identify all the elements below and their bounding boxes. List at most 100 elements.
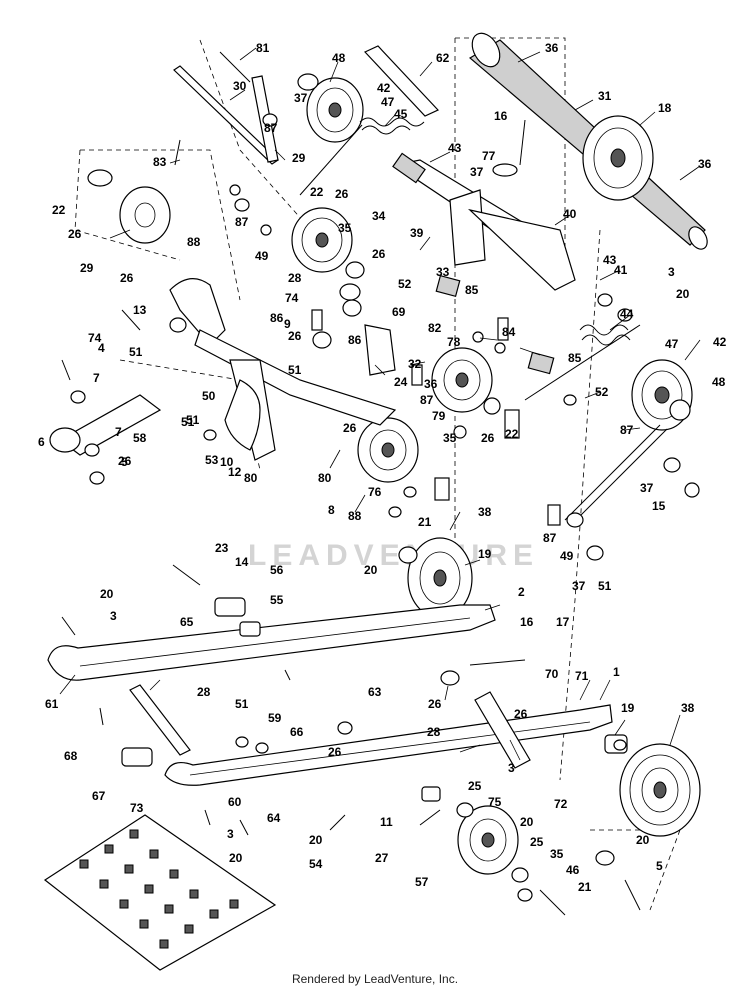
callout: 81 [256,41,270,55]
callout: 69 [392,305,406,319]
cross-shaft-28-right [474,691,531,769]
callout: 38 [478,505,492,519]
wheel-18 [582,115,654,201]
callout: 43 [603,253,617,267]
callout: 17 [556,615,570,629]
callout: 26 [428,697,442,711]
callout: 88 [348,509,362,523]
callout: 4 [98,341,105,355]
fasteners [61,51,700,916]
callout: 67 [92,789,106,803]
callout: 14 [235,555,249,569]
wheel-35-mid [431,347,493,413]
callout: 26 [335,187,349,201]
callout: 24 [394,375,408,389]
callout: 28 [427,725,441,739]
callout: 3 [668,265,675,279]
callout: 3 [110,609,117,623]
callout: 87 [543,531,557,545]
watermark: LEADVENTURE [248,539,539,572]
callout: 26 [68,227,82,241]
callout: 45 [394,107,408,121]
callout: 83 [153,155,167,169]
callout: 29 [292,151,306,165]
callout: 77 [482,149,496,163]
callout: 76 [368,485,382,499]
callout: 1 [613,665,620,679]
callout: 79 [432,409,446,423]
callout: 12 [228,465,242,479]
callout: 44 [620,307,634,321]
callout: 51 [181,415,195,429]
callout: 37 [294,91,308,105]
callout: 33 [436,265,450,279]
callout: 78 [447,335,461,349]
callout: 9 [284,317,291,331]
callout: 86 [270,311,284,325]
callout: 28 [197,685,211,699]
callout: 52 [595,385,609,399]
callout: 48 [332,51,346,65]
callout: 2 [518,585,525,599]
callout: 30 [233,79,247,93]
callout: 74 [88,331,102,345]
callout: 50 [202,389,216,403]
bracket-85-upper [435,274,461,298]
callout: 86 [348,333,362,347]
callout: 55 [270,593,284,607]
callout: 13 [133,303,147,317]
callout: 27 [375,851,389,865]
callout: 68 [64,749,78,763]
callout: 26 [120,271,134,285]
callout: 10 [220,455,234,469]
callout: 20 [309,833,323,847]
skid-pad-73 [43,814,277,971]
front-arm-assembly [49,278,397,461]
slide-rail-2 [47,604,496,681]
wheel-48-upper [297,73,364,143]
callout: 21 [578,880,592,894]
callout: 36 [424,377,438,391]
callout: 58 [133,431,147,445]
callout: 37 [640,481,654,495]
callout: 61 [45,697,59,711]
wheel-42-right [631,359,693,431]
callout: 87 [235,215,249,229]
callout: 19 [478,547,492,561]
callout: 42 [713,335,727,349]
callout: 32 [408,357,422,371]
callout: 51 [598,579,612,593]
callout: 64 [267,811,281,825]
cross-shaft-28-left [129,684,191,756]
callout: 43 [448,141,462,155]
callout: 26 [118,454,132,468]
callout: 18 [658,101,672,115]
spring-45 [299,117,425,196]
callout: 36 [545,41,559,55]
callout: 57 [415,875,429,889]
callout: 29 [80,261,94,275]
callout: 25 [468,779,482,793]
callout: 60 [228,795,242,809]
callout: 7 [93,371,100,385]
callout: 49 [255,249,269,263]
callout: 51 [288,363,302,377]
callout: 65 [180,615,194,629]
callout: 85 [568,351,582,365]
leader-lines [59,47,701,761]
callout: 34 [372,209,386,223]
callout: 26 [343,421,357,435]
callout: 66 [290,725,304,739]
callout: 15 [652,499,666,513]
callout: 51 [235,697,249,711]
callout: 48 [712,375,726,389]
callout: 21 [418,515,432,529]
callout: 70 [545,667,559,681]
callout: 51 [129,345,143,359]
callout: 47 [665,337,679,351]
callout: 20 [229,851,243,865]
callout: 26 [372,247,386,261]
callout: 59 [268,711,282,725]
bracket-85-lower [527,351,555,375]
